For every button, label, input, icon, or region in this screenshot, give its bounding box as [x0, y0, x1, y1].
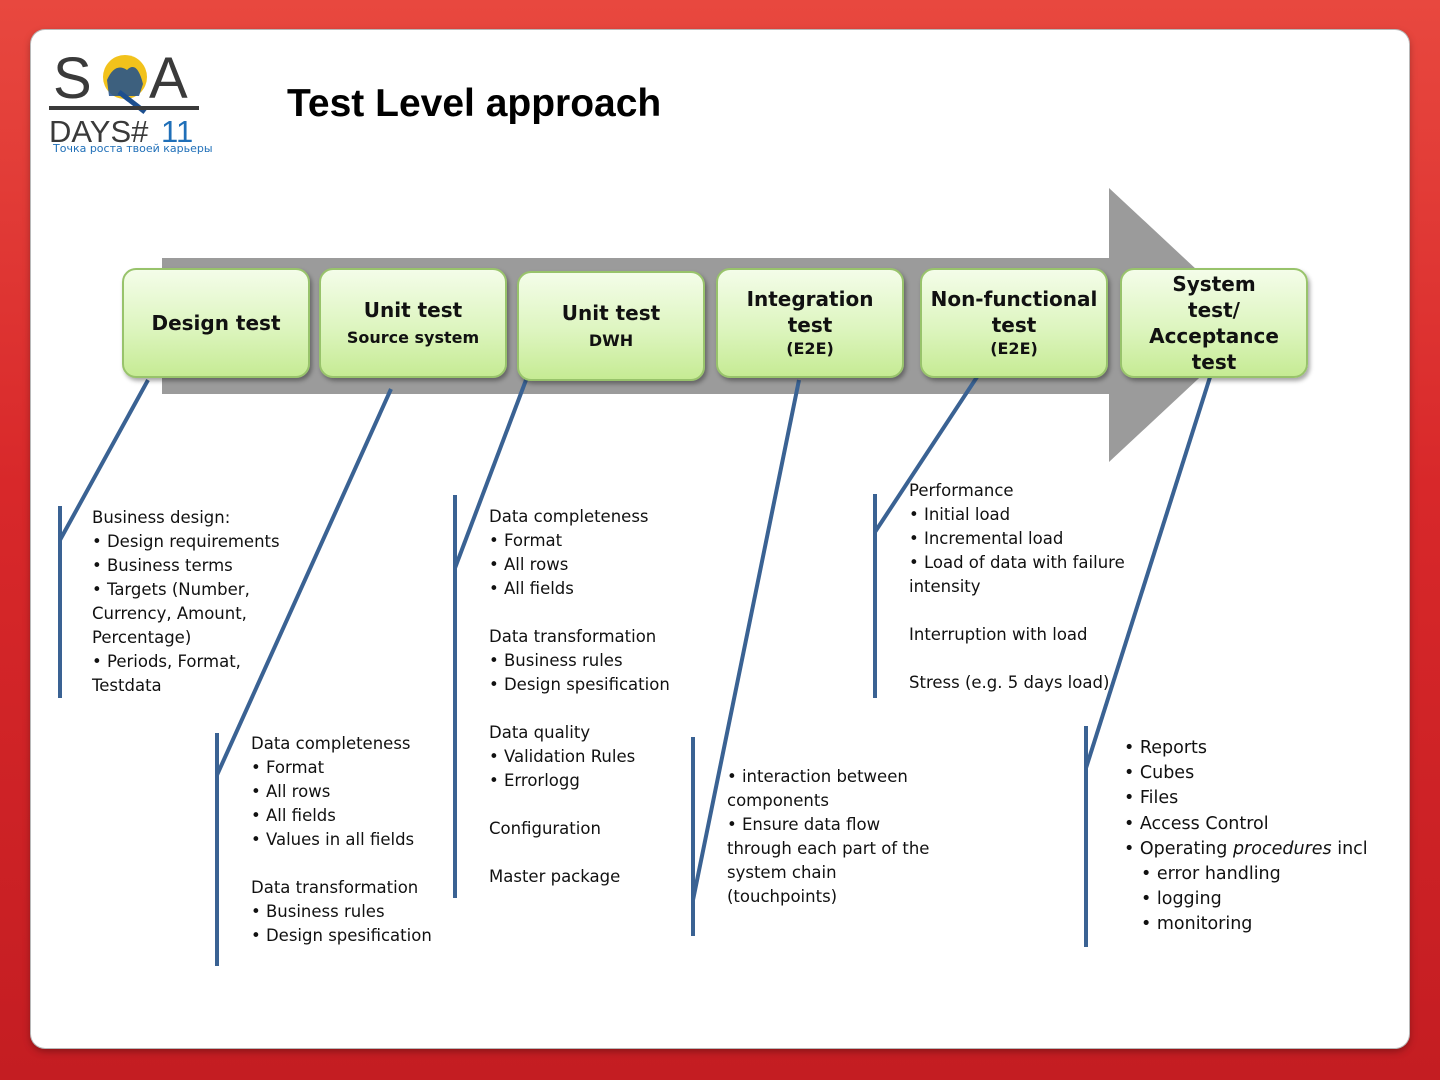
detail-line: Interruption with load — [909, 625, 1088, 644]
system-item: • Access Control — [1124, 813, 1269, 834]
detail-line: Data transformation — [251, 878, 419, 897]
bullet-item: • All rows — [251, 782, 331, 801]
bullet-item: • All rows — [489, 555, 569, 574]
stage-title: Unit test — [363, 298, 463, 322]
page-title: Test Level approach — [287, 82, 662, 125]
system-item: • Reports — [1124, 738, 1208, 758]
stage-title: Design test — [151, 311, 281, 335]
logo-tagline: Точка роста твоей карьеры — [53, 142, 213, 155]
stage-integration-test: Integration test (E2E) — [716, 268, 904, 378]
stage-unit-test-source: Unit test Source system — [319, 268, 507, 378]
bullet-item: • interaction between — [727, 767, 908, 786]
detail-line: Percentage) — [92, 628, 192, 647]
connector-nonfunctional — [873, 375, 979, 534]
connector-design — [58, 379, 150, 541]
bullet-item: • Format — [251, 758, 325, 777]
bullet-item: • Targets (Number, — [92, 580, 250, 599]
detail-line: Stress (e.g. 5 days load) — [909, 673, 1110, 692]
bullet-item: • Ensure data flow — [727, 815, 881, 834]
bullet-item: • Design spesification — [489, 675, 670, 694]
bullet-item: • Design requirements — [92, 532, 280, 551]
svg-text:11: 11 — [161, 114, 193, 149]
detail-line: through each part of the — [727, 839, 930, 858]
svg-text:S: S — [53, 46, 90, 111]
system-item: • Files — [1124, 788, 1179, 809]
stage-design-test: Design test — [122, 268, 310, 378]
bullet-item: • Initial load — [909, 505, 1011, 524]
stage-title: Integration test — [746, 287, 874, 337]
bullet-item: • Periods, Format, — [92, 652, 241, 671]
spacer — [909, 647, 1125, 671]
spacer — [489, 601, 670, 625]
connector-integration — [691, 379, 801, 901]
spacer — [251, 852, 432, 876]
bullet-item: • Errorlogg — [489, 771, 580, 790]
system-subitem: • logging — [1141, 889, 1222, 910]
connector-unit-dwh — [453, 379, 528, 569]
detail-line: Data transformation — [489, 627, 657, 646]
stage-subtitle: (E2E) — [786, 339, 834, 358]
system-item: • Cubes — [1124, 763, 1195, 784]
system-item-procedures: • Operating procedures incl — [1124, 838, 1368, 859]
svg-text:DAYS#: DAYS# — [49, 114, 149, 149]
spacer — [909, 599, 1125, 623]
process-arrow — [162, 188, 1256, 462]
detail-line: Master package — [489, 867, 621, 886]
process-diagram — [58, 188, 1256, 966]
bullet-item: • Design spesification — [251, 926, 432, 945]
details-system: • Reports • Cubes • Files • Access Contr… — [1124, 736, 1368, 938]
bullet-item: • Values in all fields — [251, 830, 415, 849]
stage-title: System test/ Acceptance test — [1149, 272, 1279, 374]
bullet-item: • Load of data with failure — [909, 553, 1125, 572]
spacer — [489, 841, 670, 865]
detail-line: intensity — [909, 577, 981, 596]
stage-unit-test-dwh: Unit test DWH — [517, 271, 705, 381]
svg-text:A: A — [149, 46, 188, 111]
bullet-item: • Format — [489, 531, 563, 550]
detail-line: components — [727, 791, 829, 810]
bullet-item: • All fields — [251, 806, 336, 825]
bullet-item: • Incremental load — [909, 529, 1064, 548]
detail-line: Testdata — [92, 676, 162, 695]
stage-nonfunctional-test: Non-functional test (E2E) — [920, 268, 1108, 378]
bullet-item: • Business rules — [489, 651, 623, 670]
connector-unit-source — [215, 388, 393, 776]
spacer — [489, 793, 670, 817]
system-subitem: • monitoring — [1141, 914, 1253, 935]
stage-subtitle: DWH — [588, 331, 634, 350]
bullet-item: • Validation Rules — [489, 747, 636, 766]
detail-line: Data quality — [489, 723, 591, 742]
stage-title: Unit test — [561, 301, 661, 325]
details-unit-dwh: Data completeness • Format • All rows • All… — [489, 505, 670, 889]
detail-line: Performance — [909, 481, 1014, 500]
details-unit-source: Data completeness • Format • All rows • All… — [251, 732, 432, 948]
bullet-item: • Business rules — [251, 902, 385, 921]
detail-line: Business design: — [92, 508, 231, 527]
connector-system — [1084, 373, 1213, 769]
slide: S A DAYS# 11 Точка роста твоей карьеры T… — [31, 30, 1409, 1048]
detail-line: Data completeness — [251, 734, 411, 753]
bullet-item: • All fields — [489, 579, 574, 598]
stage-subtitle: Source system — [346, 328, 480, 347]
system-subitem: • error handling — [1141, 864, 1281, 885]
details-design: Business design: • Design requirements • B… — [92, 506, 280, 698]
stage-title: Non-functional test — [930, 287, 1098, 337]
stage-subtitle: (E2E) — [990, 339, 1038, 358]
detail-line: Data completeness — [489, 507, 649, 526]
detail-line: system chain — [727, 863, 837, 882]
sqa-days-logo: S A DAYS# 11 — [49, 46, 199, 149]
spacer — [489, 697, 670, 721]
detail-line: Currency, Amount, — [92, 604, 247, 623]
detail-line: Configuration — [489, 819, 601, 838]
detail-line: (touchpoints) — [727, 887, 838, 906]
details-nonfunctional: Performance • Initial load • Incremental l… — [909, 479, 1125, 695]
bullet-item: • Business terms — [92, 556, 233, 575]
stage-system-acceptance-test: System test/ Acceptance test — [1120, 268, 1308, 378]
details-integration: • interaction between components • Ensure … — [727, 765, 929, 909]
